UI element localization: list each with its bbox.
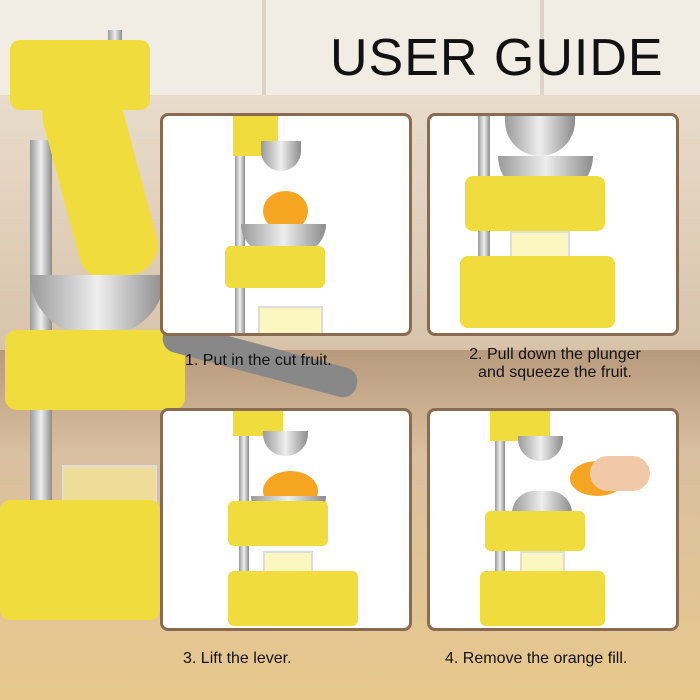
step-1-caption: 1. Put in the cut fruit. xyxy=(185,352,332,369)
step-2-caption: 2. Pull down the plunger and squeeze the… xyxy=(440,346,670,382)
page-title: USER GUIDE xyxy=(330,29,664,87)
step-4-caption: 4. Remove the orange fill. xyxy=(445,650,628,667)
step-2-panel xyxy=(427,113,679,336)
cabinet-divider xyxy=(540,0,544,95)
cabinet-divider xyxy=(262,0,266,95)
step-1-panel xyxy=(160,113,412,336)
step-3-panel xyxy=(160,408,412,631)
step-2-caption-line1: 2. Pull down the plunger xyxy=(469,346,641,363)
step-2-caption-line2: and squeeze the fruit. xyxy=(478,364,632,381)
step-3-caption: 3. Lift the lever. xyxy=(183,650,292,667)
step-4-panel xyxy=(427,408,679,631)
